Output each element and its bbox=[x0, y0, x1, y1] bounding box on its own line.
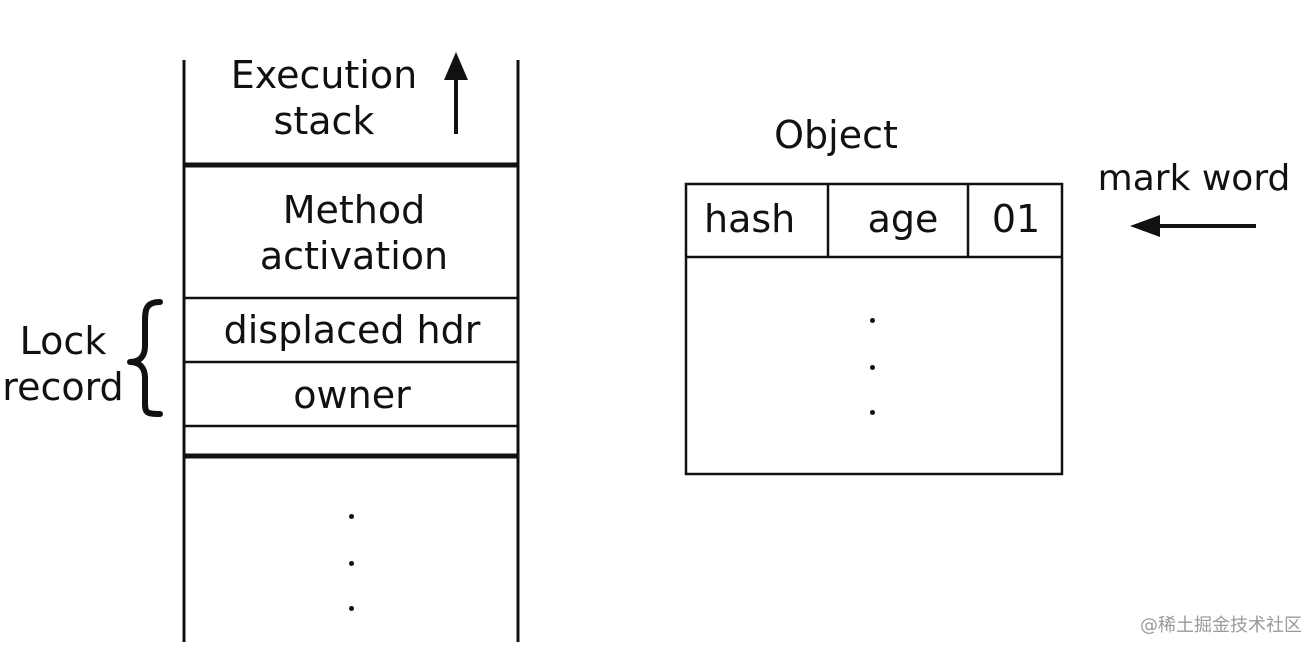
stack-ellipsis-dot-1 bbox=[349, 514, 354, 519]
stack-ellipsis-dot-3 bbox=[349, 606, 354, 611]
owner-label: owner bbox=[293, 373, 411, 417]
object-ellipsis-dot-1 bbox=[870, 318, 875, 323]
object-box bbox=[684, 182, 1064, 476]
watermark: @稀土掘金技术社区 bbox=[1140, 615, 1302, 636]
mark-word-arrow-head bbox=[1130, 215, 1160, 237]
mark-word-field-hash: hash bbox=[704, 197, 796, 241]
method-activation-label: Method activation bbox=[214, 187, 494, 279]
object-ellipsis-dot-3 bbox=[870, 410, 875, 415]
method-activation-label-line1: Method bbox=[282, 188, 426, 232]
stack-growth-arrow-head bbox=[444, 52, 468, 80]
execution-stack-label: Execution stack bbox=[214, 52, 434, 144]
displaced-hdr-label: displaced hdr bbox=[223, 308, 481, 352]
mark-word-field-lock-bits: 01 bbox=[991, 197, 1041, 241]
mark-word-label: mark word bbox=[1097, 158, 1291, 199]
mark-word-field-age: age bbox=[867, 197, 939, 241]
method-activation-label-line2: activation bbox=[259, 234, 449, 278]
lock-record-label-line2: record bbox=[2, 365, 124, 409]
execution-stack-label-line2: stack bbox=[273, 99, 375, 143]
object-title: Object bbox=[774, 113, 898, 157]
stack-ellipsis-dot-2 bbox=[349, 561, 354, 566]
execution-stack-label-line1: Execution bbox=[230, 53, 418, 97]
lock-record-label: Lock record bbox=[0, 318, 126, 410]
object-ellipsis-dot-2 bbox=[870, 365, 875, 370]
lock-record-brace bbox=[127, 299, 163, 417]
lock-record-label-line1: Lock bbox=[19, 319, 107, 363]
